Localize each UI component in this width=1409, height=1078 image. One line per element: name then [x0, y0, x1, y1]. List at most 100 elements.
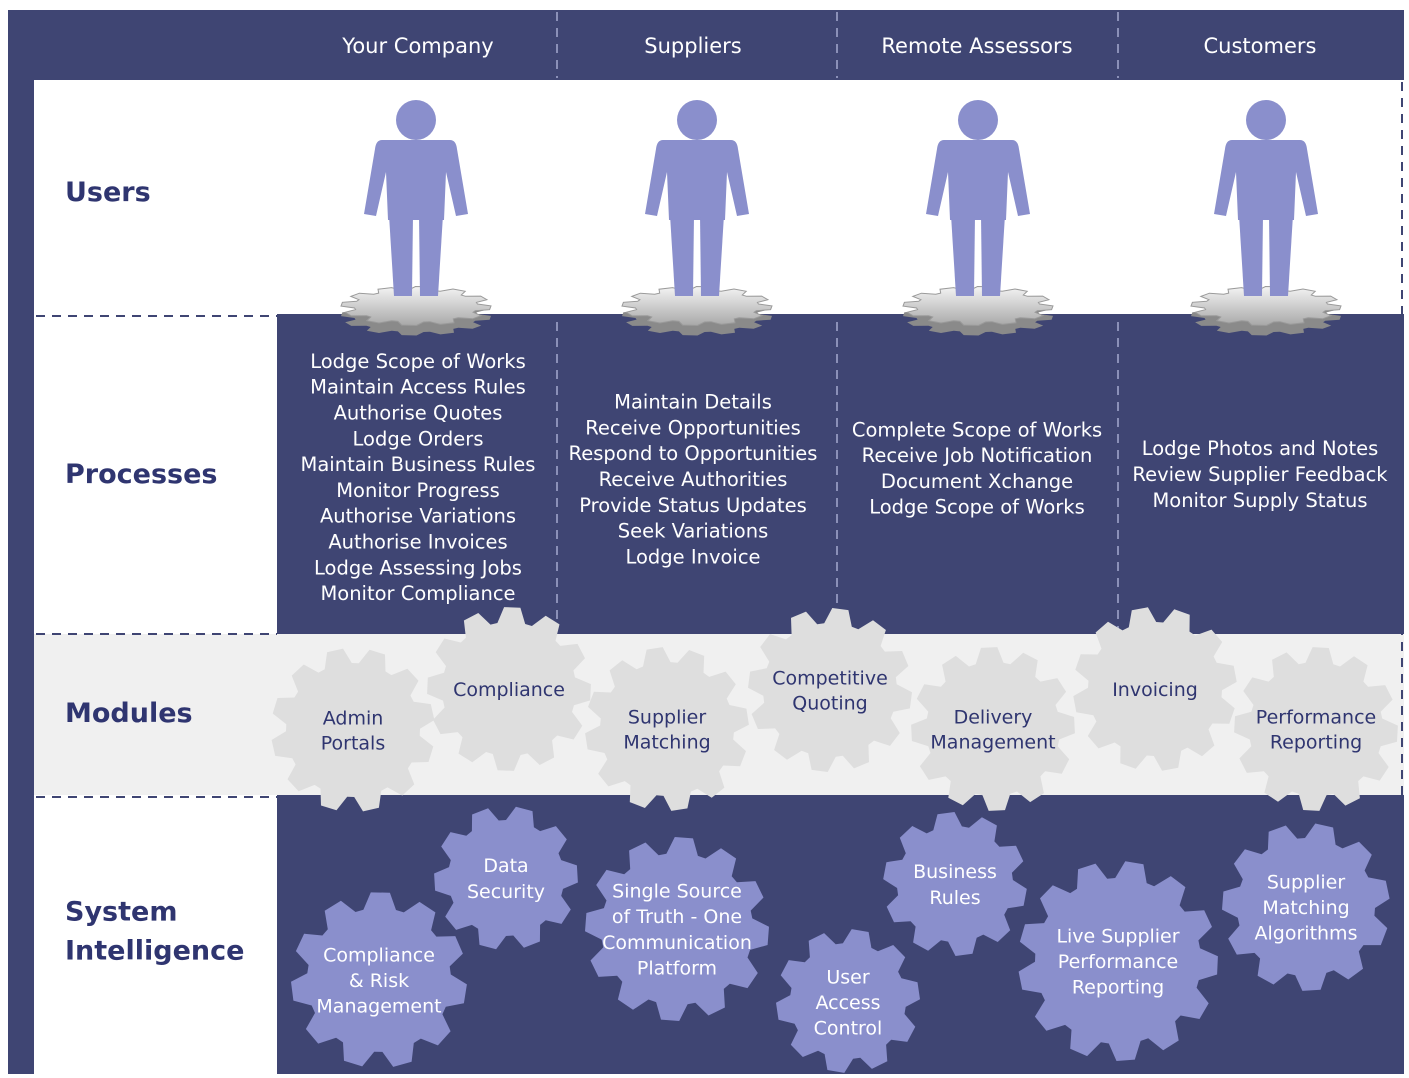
process-list-0-line: Authorise Variations: [320, 504, 516, 527]
row-label-processes: Processes: [65, 459, 218, 490]
process-list-0-line: Authorise Invoices: [328, 530, 507, 553]
module-compliance: Compliance: [427, 607, 591, 771]
person-left-leg-icon: [951, 215, 975, 296]
module-label-line: Invoicing: [1112, 679, 1198, 701]
process-list-1-line: Lodge Invoice: [625, 545, 760, 568]
person-right-leg-icon: [1269, 215, 1293, 296]
intelligence-label-line: Matching: [1262, 897, 1349, 919]
process-list-0-line: Lodge Assessing Jobs: [314, 556, 522, 579]
person-body-icon: [364, 140, 468, 220]
intelligence-label-line: Communication: [602, 932, 752, 954]
process-list-0-line: Monitor Progress: [336, 478, 500, 501]
intelligence-gear-icon: [883, 812, 1027, 956]
module-label-line: Delivery: [954, 707, 1033, 729]
intelligence-label-line: Algorithms: [1255, 923, 1358, 945]
row-label-modules-line: Modules: [65, 698, 193, 729]
module-gear-icon: [271, 648, 435, 812]
module-label-line: Quoting: [792, 693, 867, 715]
person-head-icon: [1246, 100, 1286, 140]
intelligence-label-line: Security: [467, 881, 545, 903]
column-header-2: Remote Assessors: [881, 34, 1072, 58]
person-right-leg-icon: [700, 215, 724, 296]
person-right-leg-icon: [419, 215, 443, 296]
process-list-2-line: Receive Job Notification: [862, 444, 1093, 467]
processes-band: [277, 314, 1404, 634]
process-list-2-line: Lodge Scope of Works: [869, 495, 1085, 518]
person-body-icon: [926, 140, 1030, 220]
intelligence-gear-icon: [1018, 861, 1218, 1061]
process-list-0-line: Lodge Orders: [353, 427, 484, 450]
module-invoicing: Invoicing: [1073, 607, 1237, 771]
left-border: [8, 80, 34, 1074]
row-label-users: Users: [65, 177, 151, 208]
user-figure-3: [1190, 100, 1342, 336]
module-gear-icon: [748, 608, 912, 772]
process-list-1-line: Maintain Details: [614, 390, 772, 413]
module-label-line: Reporting: [1270, 732, 1362, 754]
platform-gear-top: [1190, 285, 1342, 327]
intelligence-gear-icon: [434, 806, 578, 950]
intelligence-gear-icon: [1222, 823, 1390, 991]
person-left-leg-icon: [670, 215, 694, 296]
row-label-users-line: Users: [65, 177, 151, 208]
intelligence-label-line: of Truth - One: [612, 906, 742, 928]
row-label-system-line: System: [65, 896, 177, 927]
process-list-1-line: Receive Opportunities: [585, 416, 801, 439]
person-head-icon: [396, 100, 436, 140]
person-left-leg-icon: [1239, 215, 1263, 296]
module-label-line: Supplier: [628, 707, 706, 729]
intelligence-label-line: Control: [814, 1018, 883, 1040]
module-label-line: Compliance: [453, 679, 565, 701]
intelligence-label-line: Data: [483, 855, 528, 877]
intelligence-label-line: Access: [815, 992, 880, 1014]
row-label-processes-line: Processes: [65, 459, 218, 490]
column-header-3: Customers: [1204, 34, 1317, 58]
intelligence-label-line: Live Supplier: [1056, 925, 1179, 947]
module-label-line: Admin: [323, 708, 384, 730]
person-right-leg-icon: [981, 215, 1005, 296]
user-figure-0: [340, 100, 492, 336]
intelligence-gear-icon: [291, 892, 467, 1067]
module-gear-icon: [911, 647, 1075, 811]
person-head-icon: [677, 100, 717, 140]
module-label-line: Management: [930, 732, 1055, 754]
intelligence-label-line: Business: [913, 861, 997, 883]
intelligence-label-line: Compliance: [323, 944, 435, 966]
intelligence-label-line: User: [826, 966, 869, 988]
intelligence-gear-icon: [585, 837, 769, 1021]
module-label-line: Portals: [321, 733, 386, 755]
person-body-icon: [1214, 140, 1318, 220]
module-label: Invoicing: [1112, 679, 1198, 701]
module-gear-icon: [1073, 607, 1237, 771]
intelligence-gear-icon: [776, 929, 920, 1073]
process-list-0-line: Monitor Compliance: [320, 582, 515, 605]
module-gear-icon: [427, 607, 591, 771]
process-list-1-line: Seek Variations: [618, 519, 769, 542]
module-label-line: Performance: [1256, 707, 1376, 729]
intelligence-label-line: Management: [316, 996, 441, 1018]
intelligence-label-line: Supplier: [1267, 871, 1345, 893]
